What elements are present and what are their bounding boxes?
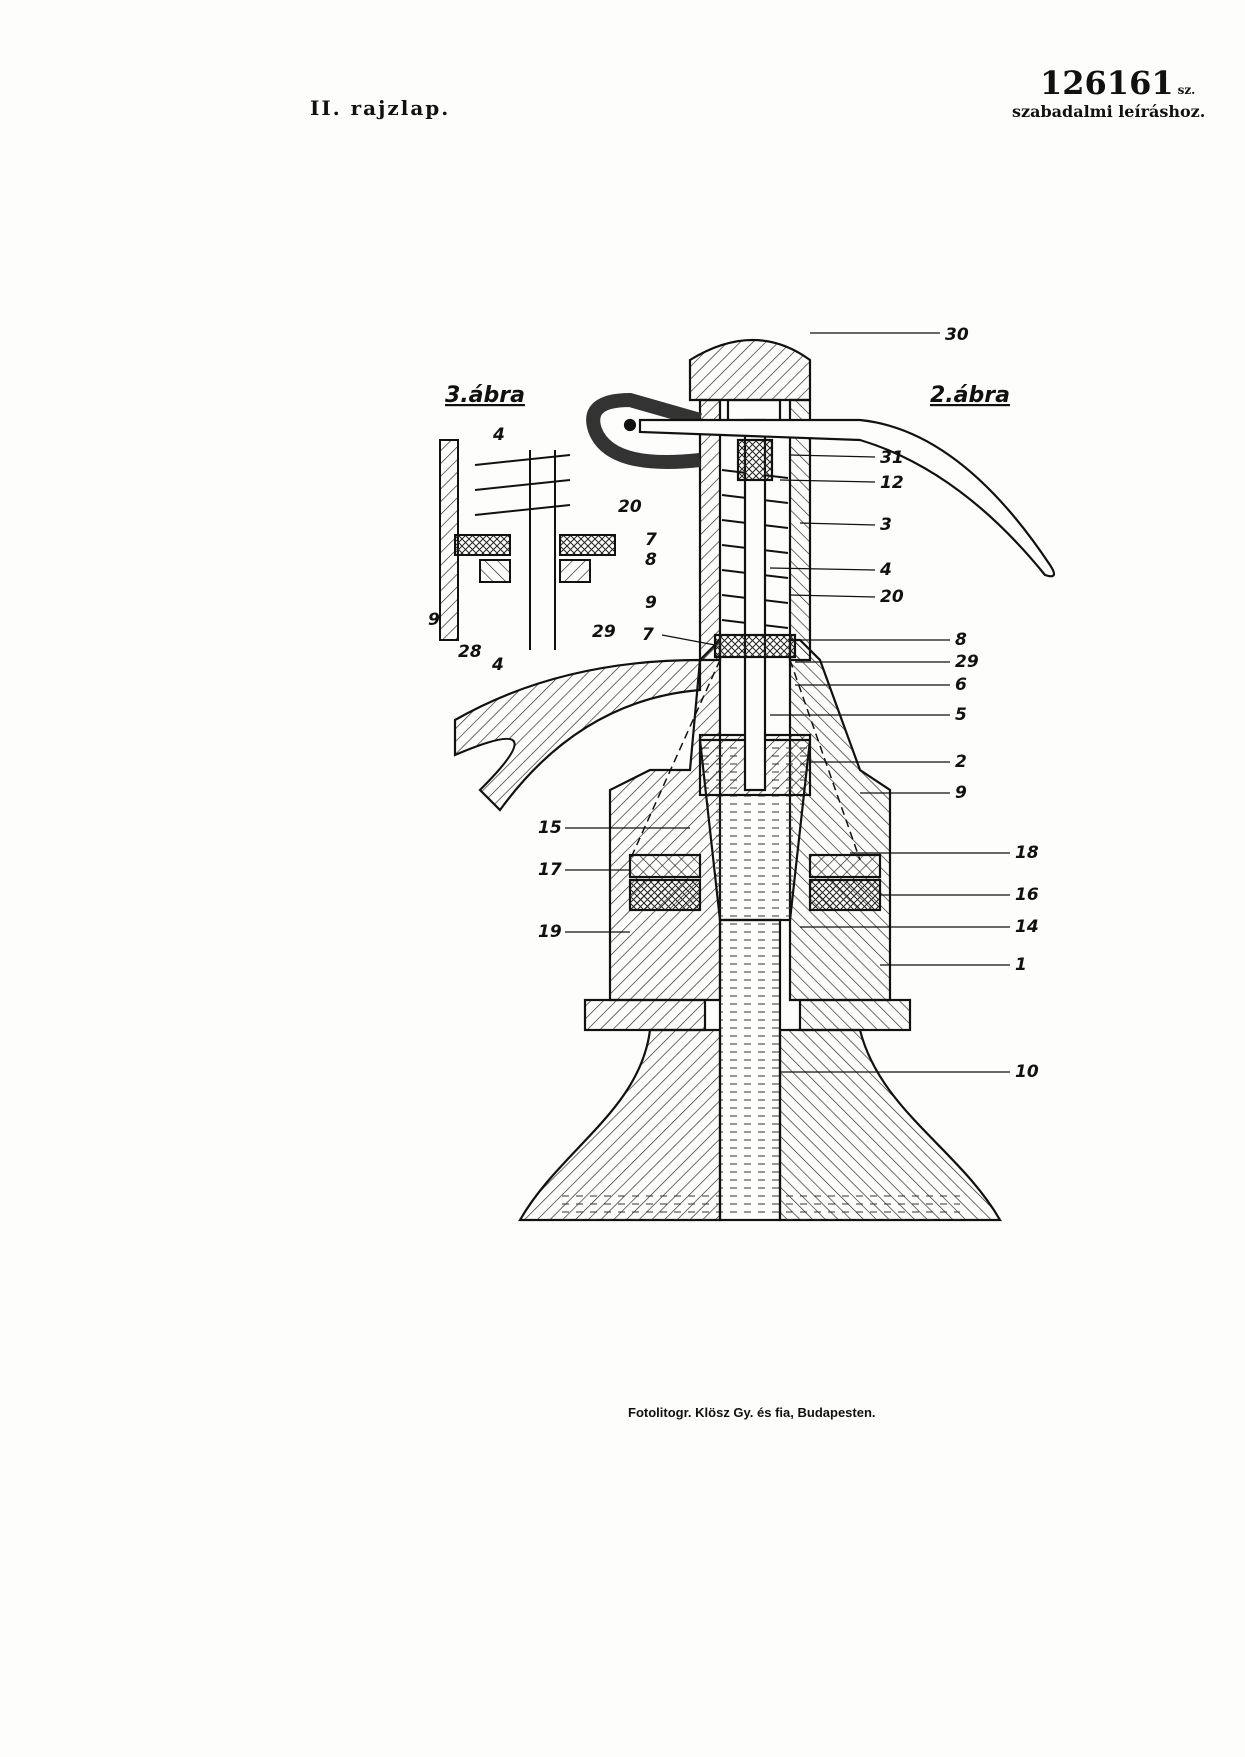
fig3-callouts: 4 20 7 8 9 9 28 4 29: [428, 425, 657, 675]
patent-description: szabadalmi leíráshoz.: [1012, 102, 1206, 121]
label-5: 5: [955, 705, 967, 725]
label-12: 12: [880, 473, 904, 493]
label-10: 10: [1015, 1062, 1039, 1082]
fig3-label-4: 4: [492, 425, 505, 445]
sheet-label: II. rajzlap.: [310, 96, 451, 120]
label-4: 4: [879, 560, 892, 580]
figure-2: [453, 338, 1056, 1222]
label-2: 2: [955, 752, 967, 772]
label-18: 18: [1015, 843, 1039, 863]
label-8: 8: [955, 630, 967, 650]
label-1: 1: [1015, 955, 1027, 975]
label-6: 6: [955, 675, 967, 695]
fig3-label-9: 9: [645, 593, 657, 613]
fig3-label-29: 29: [592, 622, 616, 642]
fig3-label-8: 8: [645, 550, 657, 570]
label-7: 7: [642, 625, 654, 645]
label-19: 19: [538, 922, 562, 942]
flange-nut: [583, 998, 707, 1032]
label-15: 15: [538, 818, 562, 838]
fig3-label-28: 28: [458, 642, 482, 662]
patent-suffix: sz.: [1177, 83, 1196, 97]
label-29: 29: [955, 652, 979, 672]
footer-credit: Fotolitogr. Klösz Gy. és fia, Budapesten…: [628, 1405, 876, 1420]
fig3-label-7: 7: [645, 530, 657, 550]
label-30: 30: [945, 325, 969, 345]
label-3: 3: [880, 515, 892, 535]
fig2-title: 2.ábra: [930, 383, 1010, 408]
lever-handle: [638, 418, 1056, 578]
label-17: 17: [538, 860, 562, 880]
fig3-label-4b: 4: [491, 655, 504, 675]
fig3-title: 3.ábra: [445, 383, 525, 408]
cap-30: [688, 338, 812, 402]
label-16: 16: [1015, 885, 1039, 905]
patent-number-value: 126161: [1040, 64, 1174, 102]
fig2-callouts: 30 31 12 3 4 20 8 29 6 5 2 9 18 16 14 1 …: [538, 325, 1039, 1082]
fig3-label-20: 20: [618, 497, 642, 517]
figure-3: [439, 439, 616, 650]
fig3-label-9b: 9: [428, 610, 440, 630]
spout: [453, 658, 702, 812]
label-20: 20: [880, 587, 904, 607]
label-9: 9: [955, 783, 967, 803]
riser-tube: [718, 918, 782, 1222]
label-14: 14: [1015, 917, 1039, 937]
label-31: 31: [880, 448, 904, 468]
